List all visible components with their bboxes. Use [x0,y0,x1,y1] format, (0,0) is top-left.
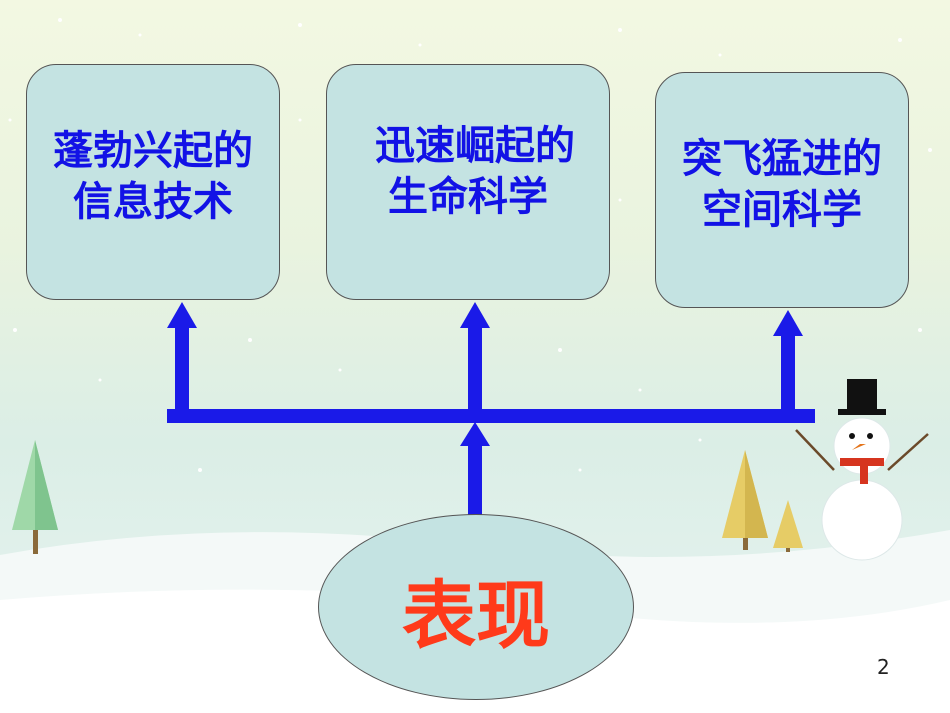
snowflakes [8,18,932,472]
box-life-science: 迅速崛起的 生命科学 [326,64,610,300]
horizontal-connector-bar [167,409,815,423]
arrow-up-right [773,310,803,410]
arrow-up-middle [460,302,490,410]
box-2-line-1: 迅速崛起的 [361,122,575,169]
tree-right-1 [722,450,768,550]
box-information-technology: 蓬勃兴起的 信息技术 [26,64,280,300]
arrow-up-from-center [460,422,490,520]
box-3-line-2: 空间科学 [702,187,862,233]
tree-left [12,440,58,554]
page-number: 2 [877,655,890,679]
box-2-line-2: 生命科学 [388,174,548,220]
tree-right-2 [773,500,803,552]
box-space-science: 突飞猛进的 空间科学 [655,72,909,308]
center-label: 表现 [402,572,550,659]
box-1-line-1: 蓬勃兴起的 [53,127,253,174]
center-ellipse: 表现 [318,514,634,700]
box-3-line-1: 突飞猛进的 [682,135,882,182]
box-1-line-2: 信息技术 [73,179,233,225]
arrow-up-left [167,302,197,410]
snowman [795,379,929,561]
